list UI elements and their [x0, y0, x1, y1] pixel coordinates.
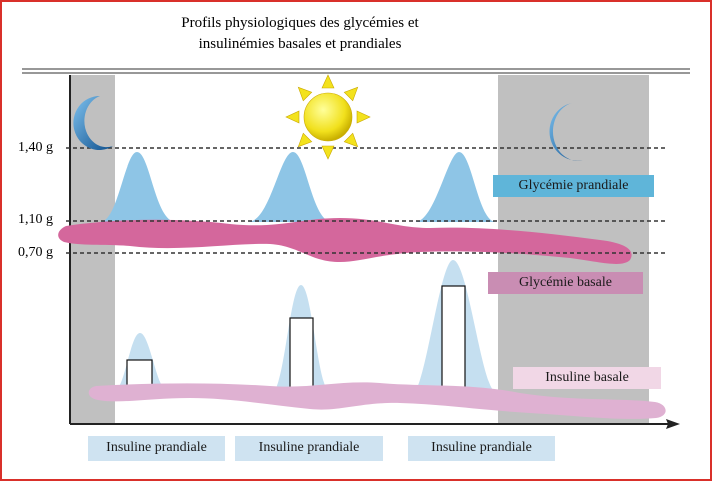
insulin-prandial-label-1: Insuline prandiale	[106, 440, 207, 455]
x-axis-arrowhead	[666, 419, 680, 429]
glycemia-basal-label: Glycémie basale	[519, 275, 612, 290]
insulin-bolus-bar-2	[289, 317, 314, 393]
insulin-basal-tag-bg	[513, 367, 661, 389]
glycemia-peak-3	[415, 152, 496, 222]
insulin-prandial-tag-bg-2	[235, 436, 383, 461]
glycemia-peak-2	[248, 152, 332, 222]
insulin-prandial-label-3: Insuline prandiale	[431, 440, 532, 455]
y-label-070: 0,70 g	[18, 245, 53, 260]
crescent-moon-icon	[73, 95, 113, 150]
glycemia-prandial-label: Glycémie prandiale	[518, 178, 629, 193]
y-label-140: 1,40 g	[18, 140, 53, 155]
glycemia-prandial-tag-bg	[493, 175, 654, 197]
diagram-title-line-2: insulinémies basales et prandiales	[198, 36, 402, 52]
sun-icon	[285, 74, 371, 160]
insulin-prandial-label-2: Insuline prandiale	[258, 440, 360, 455]
insulin-bolus-bar-3	[441, 285, 466, 393]
basal-insulin-ribbon	[88, 382, 666, 419]
insulin-prandial-tag-bg-1	[88, 436, 225, 461]
insulin-basal-label: Insuline basale	[545, 370, 629, 385]
glycemia-peak-1	[100, 152, 176, 222]
y-label-110: 1,10 g	[18, 212, 53, 227]
insulin-prandial-tag-bg-3	[408, 436, 555, 461]
basal-glycemia-ribbon	[58, 218, 632, 264]
glycemia-basal-tag-bg	[488, 272, 643, 294]
diagram-title-line-1: Profils physiologiques des glycémies et	[181, 15, 419, 31]
